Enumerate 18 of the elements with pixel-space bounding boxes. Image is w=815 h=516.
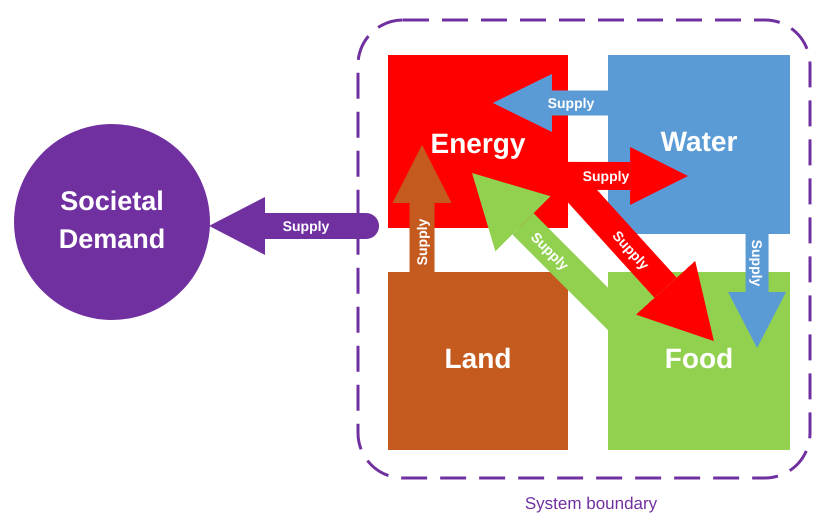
supply-arrow bbox=[568, 146, 688, 205]
supply-arrow bbox=[492, 74, 608, 132]
node-label: Energy bbox=[430, 127, 526, 161]
edge-label: Supply bbox=[283, 218, 330, 233]
edge-label: Supply bbox=[415, 218, 430, 265]
system-boundary bbox=[356, 18, 812, 515]
node-label: Land bbox=[444, 342, 512, 376]
sector-box bbox=[388, 272, 568, 450]
node-label: Societal Demand bbox=[58, 185, 166, 256]
edge-label: Supply bbox=[750, 239, 764, 286]
node-label: Water bbox=[660, 125, 738, 159]
boundary-label: System boundary bbox=[524, 494, 658, 514]
edge-label: Supply bbox=[548, 96, 594, 110]
supply-arrow bbox=[392, 144, 452, 272]
supply-arrow bbox=[728, 234, 786, 348]
edge-label: Supply bbox=[583, 168, 630, 183]
supply-arrow bbox=[209, 196, 380, 255]
node-label: Food bbox=[664, 342, 734, 376]
